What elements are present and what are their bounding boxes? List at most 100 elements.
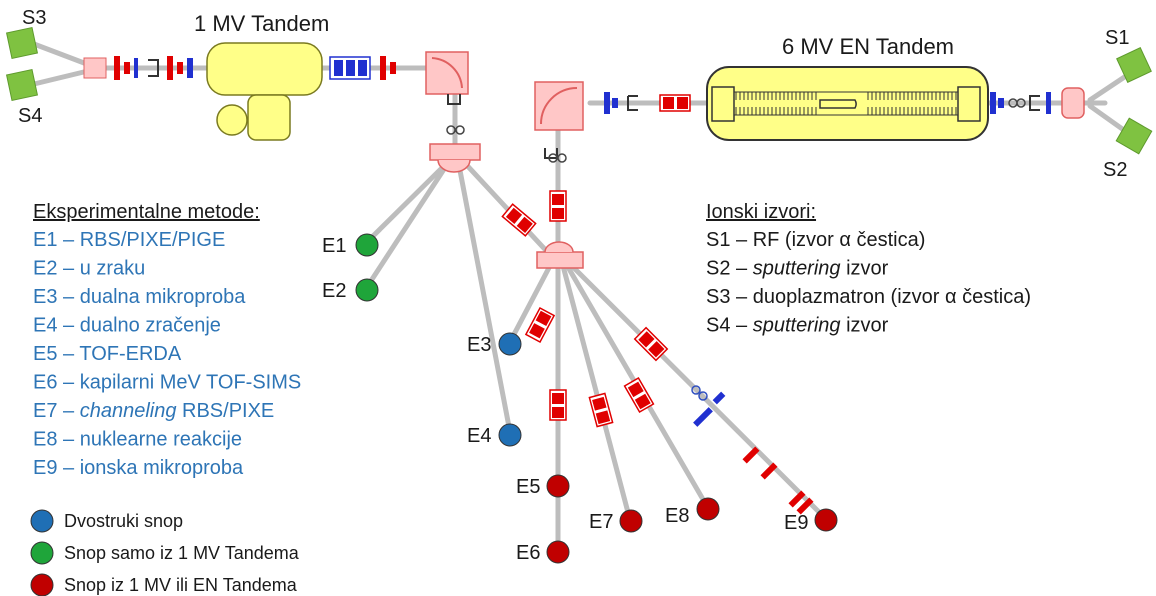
beamline-e9 bbox=[565, 259, 828, 521]
legend-label-2: Snop samo iz 1 MV Tandema bbox=[64, 543, 300, 563]
endstation-e6 bbox=[546, 540, 570, 564]
endstation-e3 bbox=[498, 332, 522, 356]
label-s3: S3 bbox=[22, 7, 46, 29]
ion-sources-list: Ionski izvori: S1 – RF (izvor α čestica)… bbox=[706, 201, 1031, 337]
source-s1-block bbox=[1116, 47, 1152, 83]
legend-label-1: Dvostruki snop bbox=[64, 511, 183, 531]
label-s4: S4 bbox=[18, 105, 42, 127]
injector-magnet-en bbox=[1061, 87, 1085, 119]
source-s3-block bbox=[5, 26, 39, 60]
method-item-5-text: E5 – TOF-ERDA bbox=[33, 343, 182, 365]
analysing-magnet-en bbox=[534, 81, 584, 131]
method-item-4: E4 – dualno zračenje bbox=[33, 315, 221, 337]
lens-group-1mv-left bbox=[114, 56, 193, 80]
method-item-1-text: E1 – RBS/PIXE/PIGE bbox=[33, 229, 225, 251]
method-item-9: E9 – ionska mikroproba bbox=[33, 457, 244, 479]
endstation-e9 bbox=[814, 508, 838, 532]
source-s2-block bbox=[1115, 117, 1153, 155]
endstation-e8 bbox=[696, 497, 720, 521]
label-e4: E4 bbox=[467, 425, 491, 447]
method-item-3: E3 – dualna mikroproba bbox=[33, 286, 246, 308]
endstation-e1 bbox=[355, 233, 379, 257]
methods-items: E1 – RBS/PIXE/PIGE E2 – u zraku E3 – dualn… bbox=[33, 229, 301, 479]
method-item-9-text: E9 – ionska mikroproba bbox=[33, 457, 244, 479]
legend-swatch-1 bbox=[30, 509, 54, 533]
ion-sources-items: S1 – RF (izvor α čestica) S2 – sputtering… bbox=[706, 229, 1031, 337]
ion-source-item-3: S3 – duoplazmatron (izvor α čestica) bbox=[706, 286, 1031, 308]
branch-lenses bbox=[501, 203, 669, 428]
endstation-e7 bbox=[619, 509, 643, 533]
column-hatching bbox=[735, 92, 957, 115]
tandem-1mv: 1 MV Tandem bbox=[83, 11, 469, 141]
method-item-1: E1 – RBS/PIXE/PIGE bbox=[33, 229, 225, 251]
legend-swatch-3 bbox=[30, 573, 54, 596]
method-item-4-text: E4 – dualno zračenje bbox=[33, 315, 221, 337]
beamline-e3 bbox=[507, 259, 555, 345]
ion-source-item-4-text: izvor bbox=[841, 315, 889, 337]
endstation-e5 bbox=[546, 474, 570, 498]
label-s2: S2 bbox=[1103, 159, 1127, 181]
label-e1: E1 bbox=[322, 235, 346, 257]
method-item-2: E2 – u zraku bbox=[33, 258, 145, 280]
method-item-8-text: E8 – nuklearne reakcije bbox=[33, 429, 242, 451]
label-e8: E8 bbox=[665, 505, 689, 527]
label-1mv-tandem: 1 MV Tandem bbox=[194, 11, 329, 36]
terminal-en bbox=[819, 99, 857, 109]
ion-source-item-1-text: S1 – RF (izvor α čestica) bbox=[706, 229, 925, 251]
methods-list: Eksperimentalne metode: E1 – RBS/PIXE/PI… bbox=[33, 201, 301, 479]
label-e2: E2 bbox=[322, 280, 346, 302]
beamline-e4 bbox=[455, 157, 513, 435]
method-item-6-text: E6 – kapilarni MeV TOF-SIMS bbox=[33, 372, 301, 394]
tank-1mv-base bbox=[247, 94, 291, 141]
ion-source-item-2-text: izvor bbox=[841, 258, 889, 280]
method-item-7: E7 – channeling RBS/PIXE bbox=[33, 400, 274, 422]
switching-magnet-upper bbox=[429, 143, 481, 173]
label-e9: E9 bbox=[784, 512, 808, 534]
endstation-e2 bbox=[355, 278, 379, 302]
ion-source-blocks bbox=[5, 26, 1153, 155]
legend-label-3: Snop iz 1 MV ili EN Tandema bbox=[64, 575, 298, 595]
method-item-7-em: channeling bbox=[80, 400, 177, 422]
label-e3: E3 bbox=[467, 334, 491, 356]
beamline-e3-upper bbox=[459, 157, 556, 261]
ion-source-item-4-em: sputtering bbox=[753, 315, 841, 337]
beamline-s4 bbox=[31, 67, 95, 87]
ion-sources-heading: Ionski izvori: bbox=[706, 201, 816, 223]
ion-source-item-4: S4 – sputtering izvor bbox=[706, 315, 889, 337]
label-e7: E7 bbox=[589, 511, 613, 533]
endstation-markers bbox=[355, 233, 838, 564]
method-item-7-text: RBS/PIXE bbox=[176, 400, 274, 422]
methods-heading: Eksperimentalne metode: bbox=[33, 201, 260, 223]
beamline-e1 bbox=[364, 157, 453, 245]
tank-1mv-pump bbox=[216, 104, 248, 136]
ion-source-item-1: S1 – RF (izvor α čestica) bbox=[706, 229, 925, 251]
source-s4-block bbox=[5, 68, 39, 102]
label-s1: S1 bbox=[1105, 27, 1129, 49]
legend-swatch-2 bbox=[30, 541, 54, 565]
ion-source-item-3-text: S3 – duoplazmatron (izvor α čestica) bbox=[706, 286, 1031, 308]
ion-source-item-2: S2 – sputtering izvor bbox=[706, 258, 889, 280]
switching-magnet-lower bbox=[536, 148, 584, 269]
endstation-e4 bbox=[498, 423, 522, 447]
tank-1mv bbox=[206, 42, 323, 96]
tandem-en: 6 MV EN Tandem bbox=[534, 34, 1085, 141]
ion-source-item-2-prefix: S2 – bbox=[706, 258, 753, 280]
label-e5: E5 bbox=[516, 476, 540, 498]
ion-source-item-2-em: sputtering bbox=[753, 258, 841, 280]
label-e6: E6 bbox=[516, 542, 540, 564]
beamline-e2 bbox=[364, 157, 453, 290]
method-item-5: E5 – TOF-ERDA bbox=[33, 343, 182, 365]
beamline-e7 bbox=[559, 259, 633, 523]
accelerating-column-en bbox=[734, 91, 958, 116]
method-item-3-text: E3 – dualna mikroproba bbox=[33, 286, 246, 308]
method-item-6: E6 – kapilarni MeV TOF-SIMS bbox=[33, 372, 301, 394]
ion-source-item-4-prefix: S4 – bbox=[706, 315, 753, 337]
injector-magnet-1mv bbox=[83, 57, 107, 79]
beamline-s3 bbox=[31, 41, 95, 69]
e9-beamline-elements bbox=[691, 385, 814, 515]
slit-1mv bbox=[148, 59, 159, 77]
method-item-8: E8 – nuklearne reakcije bbox=[33, 429, 242, 451]
